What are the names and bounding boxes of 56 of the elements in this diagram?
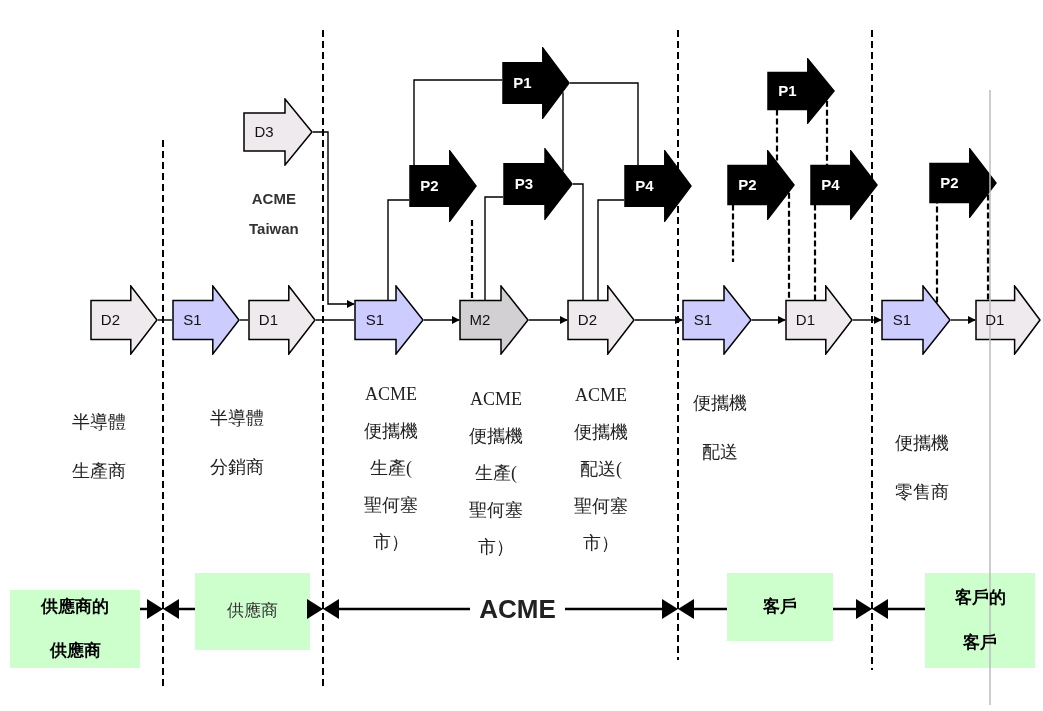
process-chevron-block: P2 [929,148,997,218]
dashed-connector [813,204,817,301]
connector [157,319,173,321]
connector [852,316,882,324]
dashed-connector [986,194,990,301]
party-box: 客戶 [727,573,833,641]
process-chevron-block: S1 [172,285,240,355]
connector [387,199,410,302]
process-chevron-block: P1 [767,58,835,124]
process-chevron-block: S1 [881,285,951,355]
process-chevron-block: M2 [459,285,529,355]
connector [597,199,625,302]
connector [423,316,460,324]
span-label: ACME [478,593,557,626]
process-chevron-block: D1 [785,285,853,355]
process-chevron-block: S1 [354,285,424,355]
connector [950,316,976,324]
connector [484,196,504,302]
process-chevron-block: P2 [409,150,477,222]
process-chevron-block: P3 [503,148,573,220]
column-label: 半導體分銷商 [210,407,264,479]
dashed-connector [470,220,474,301]
connector [572,183,584,302]
column-label: 便攜機配送 [693,392,747,464]
connector [569,82,639,167]
process-chevron-block: D1 [248,285,316,355]
dashed-connector [825,100,829,166]
column-label: ACME便攜機配送(聖何塞市） [573,384,629,555]
process-chevron-block: D2 [567,285,635,355]
process-chevron-block: D1 [975,285,1041,355]
process-chevron-block: P1 [502,47,570,119]
process-chevron-block: P4 [624,150,692,222]
dashed-connector [787,192,791,301]
connector [239,319,249,321]
process-chevron-block: D3 [243,98,313,166]
process-chevron-block: D2 [90,285,158,355]
process-chevron-block: P4 [810,150,878,220]
column-label: ACME便攜機生產(聖何塞市） [363,383,419,554]
column-label: ACME便攜機生產(聖何塞市） [468,388,524,559]
party-box: 供應商的供應商 [10,590,140,668]
column-label: 便攜機零售商 [895,432,949,504]
party-box: 客戶的客戶 [925,573,1035,668]
process-chevron-block: P2 [727,150,795,220]
dashed-connector [775,109,779,162]
connector [413,79,503,167]
column-label: 半導體生產商 [72,411,126,483]
node-caption: ACME Taiwan [249,189,299,239]
connector [751,316,786,324]
connector [562,91,564,172]
dashed-connector [731,204,735,262]
party-box: 供應商 [195,573,310,650]
connector [528,316,568,324]
process-chevron-block: S1 [682,285,752,355]
connector [312,131,355,308]
connector [315,319,355,321]
connector [634,316,683,324]
